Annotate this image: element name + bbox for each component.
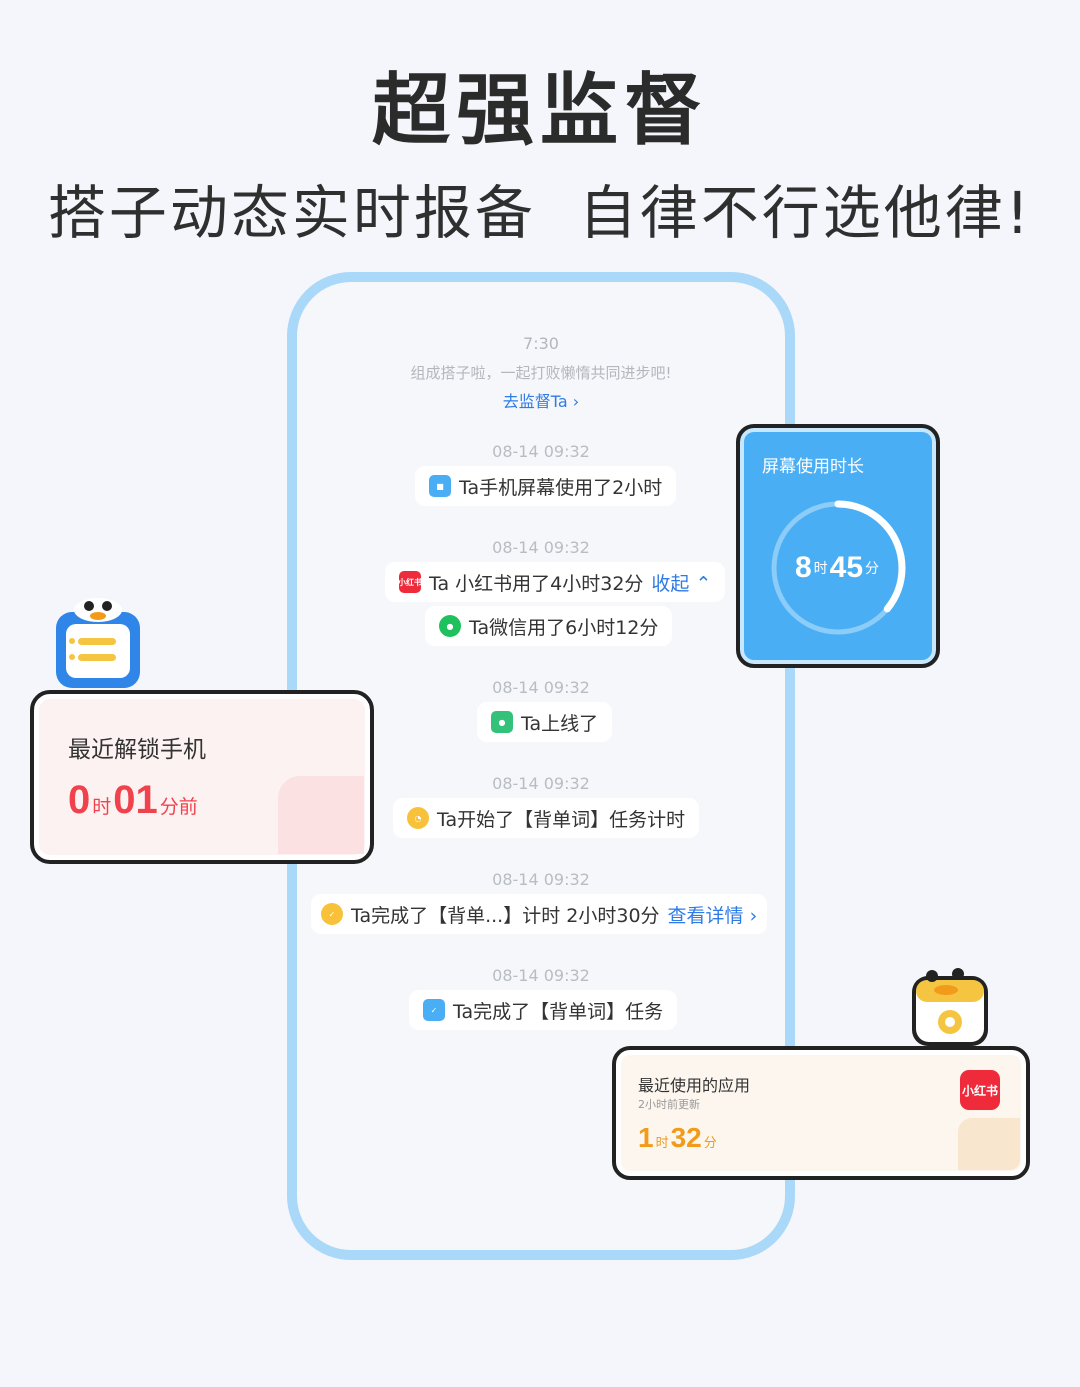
headline: 超强监督 <box>371 66 708 156</box>
feed-timestamp: 08-14 09:32 <box>492 870 590 889</box>
collapse-link[interactable]: 收起 ⌃ <box>651 572 712 595</box>
feed-item-task-start: ◔ Ta开始了【背单词】任务计时 <box>393 798 700 838</box>
wechat-icon: ● <box>439 615 461 637</box>
phone-intro-text: 组成搭子啦，一起打败懒惰共同进步吧! <box>410 364 672 382</box>
phone-mascot-icon: ■ <box>429 475 451 497</box>
timer-icon: ◔ <box>407 807 429 829</box>
task-done-icon: ✓ <box>423 999 445 1021</box>
feed-timestamp: 08-14 09:32 <box>492 966 590 985</box>
recent-app-updated: 2小时前更新 <box>638 1098 700 1111</box>
feed-item-screen-time: ■ Ta手机屏幕使用了2小时 <box>415 466 677 506</box>
screen-time-ring <box>770 500 906 636</box>
feed-item-wechat: ● Ta微信用了6小时12分 <box>425 606 673 646</box>
online-mascot-icon: ● <box>491 711 513 733</box>
screen-time-progress <box>770 500 906 636</box>
subheadline: 搭子动态实时报备 自律不行选他律! <box>47 179 1033 247</box>
feed-item-task-timer-done: ✓ Ta完成了【背单...】计时 2小时30分 查看详情 › <box>311 894 768 934</box>
box-watermark-icon <box>958 1118 1020 1170</box>
screen-time-title: 屏幕使用时长 <box>762 457 864 477</box>
feed-item-online: ● Ta上线了 <box>477 702 613 742</box>
xiaohongshu-icon: 小红书 <box>398 571 422 593</box>
feed-timestamp: 08-14 09:32 <box>492 538 590 557</box>
feed-item-xiaohongshu: 小红书 Ta 小红书用了4小时32分 收起 ⌃ <box>385 562 726 602</box>
xiaohongshu-app-icon[interactable]: 小红书 <box>960 1070 1000 1110</box>
feed-timestamp: 08-14 09:32 <box>492 678 590 697</box>
feed-timestamp: 08-14 09:32 <box>492 774 590 793</box>
view-details-link[interactable]: 查看详情 › <box>667 904 758 927</box>
feed-timestamp: 08-14 09:32 <box>492 442 590 461</box>
clock-watermark-icon <box>278 776 364 854</box>
recent-app-title: 最近使用的应用 <box>638 1076 751 1095</box>
phone-time: 7:30 <box>523 334 559 353</box>
yellow-mascot-icon <box>912 968 988 1046</box>
notebook-mascot-icon <box>56 598 140 688</box>
supervise-link[interactable]: 去监督Ta › <box>502 392 580 411</box>
timer-done-icon: ✓ <box>321 903 343 925</box>
recent-unlock-title: 最近解锁手机 <box>68 737 206 763</box>
feed-item-task-done: ✓ Ta完成了【背单词】任务 <box>409 990 678 1030</box>
